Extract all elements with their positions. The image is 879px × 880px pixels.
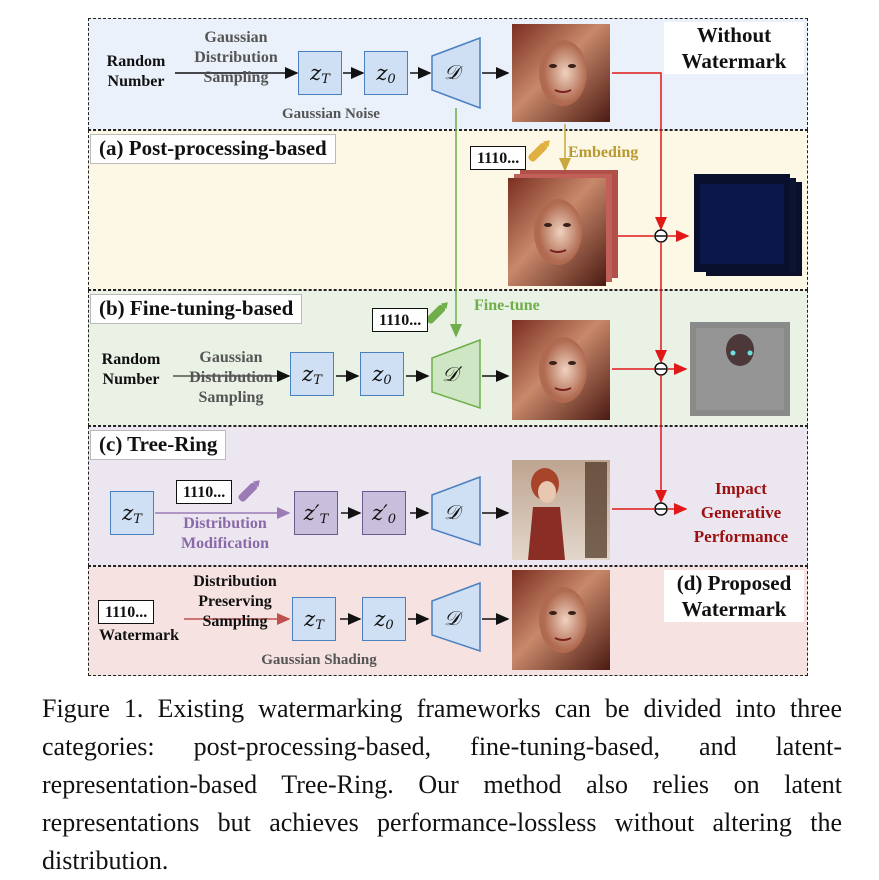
pencil-icon-b bbox=[426, 302, 448, 324]
input-label-b: Random Number bbox=[101, 351, 161, 388]
watermark-input-label: Watermark bbox=[99, 627, 179, 644]
generated-image-top bbox=[512, 24, 610, 122]
red-reference-line-1 bbox=[612, 72, 667, 231]
identifier-c: 1110... bbox=[176, 480, 233, 504]
latent-zT-prime-c: z′T bbox=[294, 491, 338, 535]
residual-image-a bbox=[694, 174, 802, 276]
decoder-shape-b bbox=[431, 338, 481, 410]
decoder-label-top: 𝒟 bbox=[444, 60, 460, 84]
pencil-icon-c bbox=[238, 480, 260, 502]
diagram-canvas bbox=[155, 24, 802, 670]
decoder-shape-c bbox=[431, 475, 481, 547]
identifier-a: 1110... bbox=[470, 146, 527, 170]
title-without-watermark: Without Watermark bbox=[664, 22, 804, 74]
decoder-label-b: 𝒟′ bbox=[442, 362, 463, 386]
title-tree-ring: (c) Tree-Ring bbox=[90, 430, 227, 460]
embedding-label: Embeding bbox=[568, 144, 639, 161]
impact-label: Impact Generative Performance bbox=[693, 479, 789, 546]
gaussian-shading-label: Gaussian Shading bbox=[261, 652, 377, 668]
residual-image-b bbox=[690, 322, 790, 416]
watermarked-image-stack bbox=[508, 170, 618, 286]
preserving-sampling-label: Distribution Preserving Sampling bbox=[193, 573, 277, 630]
decoder-shape-d bbox=[431, 581, 481, 653]
title-proposed: (d) Proposed Watermark bbox=[664, 570, 804, 622]
decoder-label-d: 𝒟 bbox=[444, 606, 460, 630]
fine-tune-label: Fine-tune bbox=[474, 297, 540, 314]
sampling-label-b: Gaussian Distribution Sampling bbox=[189, 349, 273, 406]
latent-z0-prime-c: z′0 bbox=[362, 491, 406, 535]
identifier-d: 1110... bbox=[98, 600, 155, 624]
title-post-processing: (a) Post-processing-based bbox=[90, 134, 336, 164]
title-fine-tuning: (b) Fine-tuning-based bbox=[90, 294, 303, 324]
sampling-label-top: Gaussian Distribution Sampling bbox=[194, 29, 278, 86]
decoder-shape-top bbox=[431, 36, 481, 110]
noise-label: Gaussian Noise bbox=[282, 106, 380, 122]
modification-label: Distribution Modification bbox=[181, 515, 269, 552]
decoder-label-c: 𝒟 bbox=[444, 500, 460, 524]
input-label-top: Random Number bbox=[106, 53, 166, 90]
generated-image-d bbox=[512, 570, 610, 670]
pencil-icon-a bbox=[528, 140, 550, 162]
identifier-b: 1110... bbox=[372, 308, 429, 332]
figure-caption: Figure 1. Existing watermarking framewor… bbox=[42, 694, 842, 875]
generated-image-c bbox=[512, 460, 610, 560]
generated-image-b bbox=[512, 320, 610, 420]
